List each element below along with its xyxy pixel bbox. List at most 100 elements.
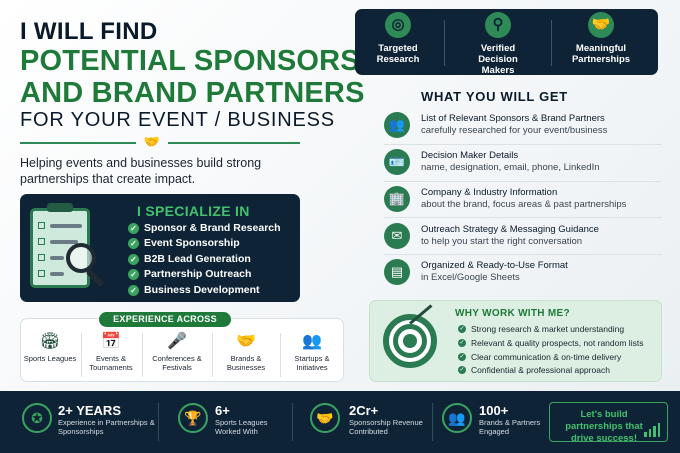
separator — [384, 144, 662, 145]
clipboard-line — [50, 240, 78, 244]
why-item-label: Clear communication & on-time delivery — [471, 352, 622, 362]
item-heading: List of Relevant Sponsors & Brand Partne… — [421, 113, 605, 124]
check-icon: ✓ — [128, 253, 139, 265]
building-icon: 🏢 — [384, 186, 410, 212]
separator — [384, 181, 662, 182]
what-you-get-item: 🏢 Company & Industry Information about t… — [384, 186, 662, 216]
banner-item: ◎ Targeted Research — [350, 12, 446, 65]
target-icon: ◎ — [385, 12, 411, 38]
bar-chart-icon — [644, 423, 660, 437]
stat-label: Sports Leagues Worked With — [215, 418, 268, 436]
headline-line-2: POTENTIAL SPONSORS — [20, 45, 360, 77]
checkbox-icon — [38, 238, 45, 245]
user-search-icon: ⚲ — [485, 12, 511, 38]
divider — [280, 333, 281, 377]
experience-item: 📅 Events & Tournaments — [84, 330, 138, 372]
item-detail: in Excel/Google Sheets — [421, 272, 520, 283]
group-icon: 👥 — [442, 403, 472, 433]
item-detail: to help you start the right conversation — [421, 236, 583, 247]
separator — [384, 254, 662, 255]
group-icon: 👥 — [302, 333, 322, 350]
check-icon: ✓ — [128, 268, 139, 280]
why-item-label: Relevant & quality prospects, not random… — [471, 338, 644, 348]
banner-item: 🤝 Meaningful Partnerships — [553, 12, 649, 65]
banner-item: ⚲ Verified Decision Makers — [450, 12, 546, 76]
experience-item: 🤝 Brands & Businesses — [215, 330, 277, 372]
divider — [292, 403, 293, 441]
cta-text: Let's build partnerships that drive succ… — [565, 409, 643, 444]
magnifier-icon — [66, 243, 96, 273]
divider — [81, 333, 82, 377]
why-item-label: Strong research & market understanding — [471, 324, 625, 334]
headline-line-4: FOR YOUR EVENT / BUSINESS — [20, 109, 335, 131]
separator — [384, 217, 662, 218]
why-item-label: Confidential & professional approach — [471, 365, 610, 375]
specialize-item: ✓ Event Sponsorship — [128, 237, 240, 249]
divider-right — [168, 142, 300, 144]
cta-box — [549, 402, 668, 442]
specialize-item: ✓ B2B Lead Generation — [128, 253, 251, 265]
id-card-icon: 🪪 — [384, 149, 410, 175]
experience-item: 🏟 Sports Leagues — [22, 330, 78, 363]
experience-item: 👥 Startups & Initiatives — [283, 330, 341, 372]
why-item: ✓Clear communication & on-time delivery — [458, 352, 621, 362]
check-icon: ✓ — [458, 325, 466, 333]
clipboard-line — [50, 224, 82, 228]
check-icon: ✓ — [458, 339, 466, 347]
specialize-item-label: Sponsor & Brand Research — [144, 222, 281, 234]
why-item: ✓ Relevant & quality prospects, not rando… — [458, 338, 643, 348]
divider-left — [20, 142, 136, 144]
experience-label: Startups & Initiatives — [294, 354, 330, 372]
experience-box — [20, 318, 344, 382]
checkbox-icon — [38, 270, 45, 277]
check-icon: ✓ — [458, 366, 466, 374]
specialize-item-label: Business Development — [144, 284, 260, 296]
envelope-icon: ✉ — [384, 223, 410, 249]
specialize-item-label: B2B Lead Generation — [144, 253, 251, 265]
specialize-item-label: Partnership Outreach — [144, 268, 252, 280]
checkbox-icon — [38, 254, 45, 261]
stat: 100+ Brands & Partners Engaged — [479, 403, 545, 436]
clipboard-line — [50, 272, 64, 276]
stat: 2Cr+ Sponsorship Revenue Contributed — [349, 403, 429, 436]
banner-label: Meaningful Partnerships — [571, 43, 631, 65]
item-heading: Outreach Strategy & Messaging Guidance — [421, 224, 599, 235]
microphone-icon: 🎤 — [167, 333, 187, 350]
clipboard-line — [50, 256, 64, 260]
divider — [444, 20, 445, 66]
stat-value: 100+ — [479, 403, 509, 418]
divider — [551, 20, 552, 66]
specialize-item: ✓ Business Development — [128, 284, 260, 296]
check-icon: ✓ — [128, 284, 139, 296]
handshake-icon: 🤝 — [236, 333, 256, 350]
why-title: WHY WORK WITH ME? — [455, 308, 570, 319]
specialize-title: I SPECIALIZE IN — [137, 203, 250, 219]
what-you-get-item: ✉ Outreach Strategy & Messaging Guidance… — [384, 223, 662, 253]
item-detail: carefully researched for your event/busi… — [421, 125, 608, 136]
stats-bar — [0, 391, 680, 453]
trophy-icon: 🏆 — [178, 403, 208, 433]
stat-label: Brands & Partners Engaged — [479, 418, 541, 436]
stat-value: 2Cr+ — [349, 403, 379, 418]
item-heading: Organized & Ready-to-Use Format — [421, 260, 568, 271]
handshake-icon: 🤝 — [143, 134, 161, 149]
experience-title: EXPERIENCE ACROSS — [99, 312, 231, 327]
tagline: Helping events and businesses build stro… — [20, 156, 262, 186]
people-icon: 👥 — [384, 112, 410, 138]
what-you-get-title: WHAT YOU WILL GET — [421, 89, 568, 104]
stat-value: 6+ — [215, 403, 230, 418]
specialize-item: ✓ Partnership Outreach — [128, 268, 251, 280]
why-item: ✓ Confidential & professional approach — [458, 365, 610, 375]
specialize-item-label: Event Sponsorship — [144, 237, 240, 249]
check-icon: ✓ — [128, 237, 139, 249]
handshake-icon: 🤝 — [310, 403, 340, 433]
specialize-item: ✓Sponsor & Brand Research — [128, 222, 281, 234]
award-icon: ✪ — [22, 403, 52, 433]
experience-item: 🎤 Conferences & Festivals — [145, 330, 209, 372]
experience-label: Conferences & Festivals — [152, 354, 202, 372]
stat-label: Sponsorship Revenue Contributed — [349, 418, 423, 436]
stat-label: Experience in Partnerships & Sponsorship… — [58, 418, 155, 436]
stat-value: 2+ YEARS — [58, 403, 121, 418]
handshake-icon: 🤝 — [588, 12, 614, 38]
item-detail: about the brand, focus areas & past part… — [421, 199, 627, 210]
